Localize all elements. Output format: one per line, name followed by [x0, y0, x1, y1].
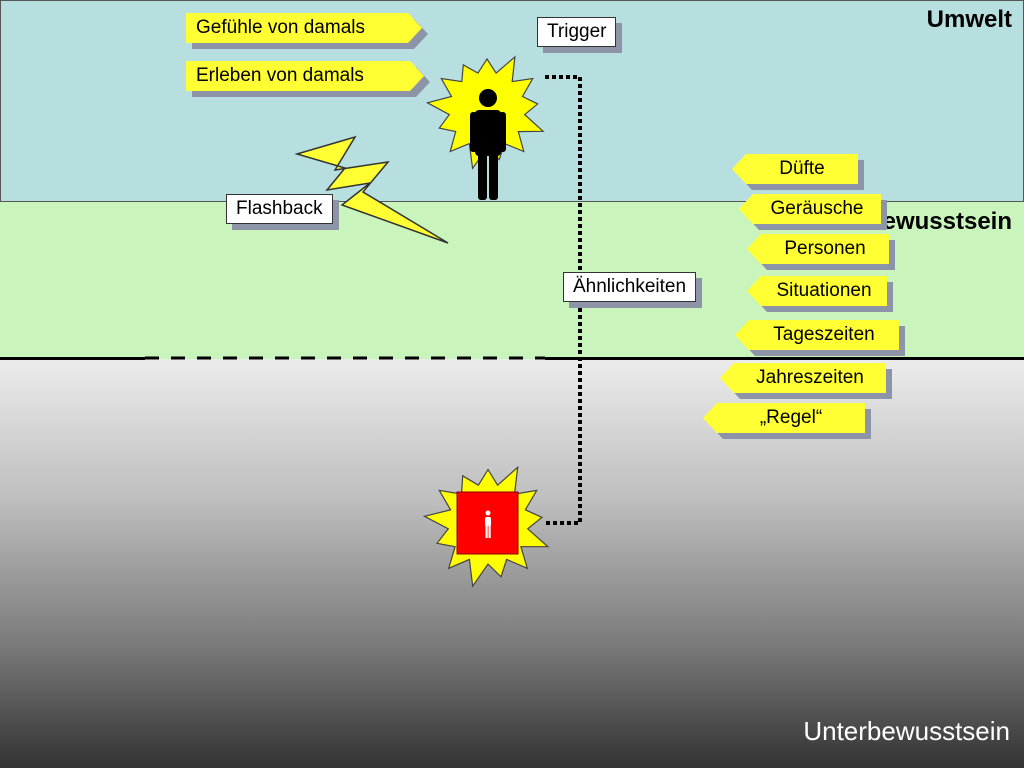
zone-title-environment: Umwelt — [926, 6, 1012, 33]
similarities-label: Ähnlichkeiten — [563, 272, 697, 302]
similarity-tag: Düfte — [732, 154, 864, 190]
similarity-tag: „Regel“ — [703, 403, 871, 439]
similarity-tag-text: „Regel“ — [759, 407, 823, 428]
past-tag: Gefühle von damals — [186, 13, 428, 49]
lightning-icon — [294, 135, 449, 244]
similarity-tag-text: Tageszeiten — [773, 324, 875, 345]
zone-title-conscious: Bewusstsein — [865, 208, 1012, 235]
similarity-tag-text: Geräusche — [770, 198, 864, 219]
flashback-label: Flashback — [226, 194, 333, 224]
divider-left — [0, 357, 145, 360]
past-tag: Erleben von damals — [186, 61, 430, 97]
small-person-icon — [485, 510, 491, 538]
trigger-label: Trigger — [537, 17, 617, 47]
similarity-tag-text: Jahreszeiten — [756, 367, 864, 388]
similarity-tag-text: Personen — [784, 238, 866, 259]
similarity-tag-text: Düfte — [779, 158, 825, 179]
similarity-tag: Situationen — [747, 276, 893, 312]
similarity-tag: Personen — [747, 234, 895, 270]
person-icon — [470, 89, 506, 200]
zone-title-subconscious: Unterbewusstsein — [803, 716, 1010, 746]
past-tag-text: Gefühle von damals — [196, 17, 365, 38]
similarity-tag: Jahreszeiten — [720, 363, 892, 399]
similarity-tag: Tageszeiten — [735, 320, 905, 356]
past-tag-text: Erleben von damals — [196, 65, 364, 86]
similarity-tag: Geräusche — [739, 194, 887, 230]
divider-right — [545, 357, 1024, 360]
similarity-tag-text: Situationen — [776, 280, 872, 301]
dotted-connector — [545, 75, 582, 525]
